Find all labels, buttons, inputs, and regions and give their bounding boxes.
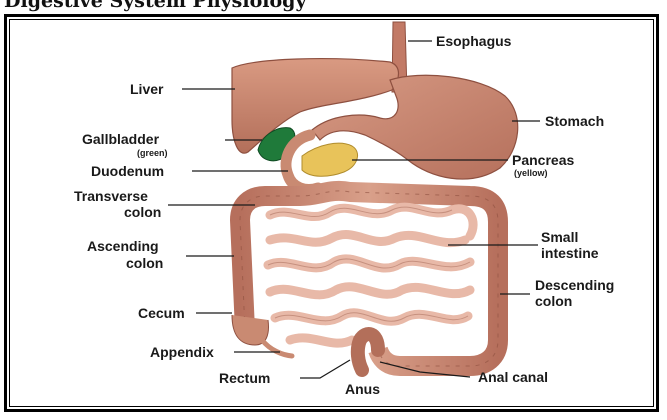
label-gallbladder-note: (green) (137, 148, 168, 158)
label-appendix: Appendix (150, 345, 214, 360)
label-rectum: Rectum (219, 371, 270, 386)
label-anus: Anus (345, 382, 380, 397)
label-descending-colon-line2: colon (535, 294, 572, 309)
label-small-intestine-line1: Small (541, 230, 578, 245)
label-small-intestine-line2: intestine (541, 246, 599, 261)
label-liver: Liver (130, 82, 163, 97)
label-gallbladder: Gallbladder (82, 132, 159, 147)
label-duodenum: Duodenum (91, 164, 164, 179)
label-ascending-colon-line1: Ascending (87, 239, 159, 254)
label-esophagus: Esophagus (436, 34, 511, 49)
label-pancreas-note: (yellow) (514, 168, 548, 178)
label-stomach: Stomach (545, 114, 604, 129)
label-pancreas: Pancreas (512, 153, 574, 168)
label-ascending-colon-line2: colon (126, 256, 163, 271)
label-transverse-colon-line1: Transverse (74, 189, 148, 204)
small-intestine-shape (268, 207, 473, 343)
label-descending-colon-line1: Descending (535, 278, 614, 293)
pancreas-shape (302, 143, 358, 176)
label-anal-canal: Anal canal (478, 370, 548, 385)
label-transverse-colon-line2: colon (124, 205, 161, 220)
leader-rectum (300, 360, 350, 378)
label-cecum: Cecum (138, 306, 185, 321)
